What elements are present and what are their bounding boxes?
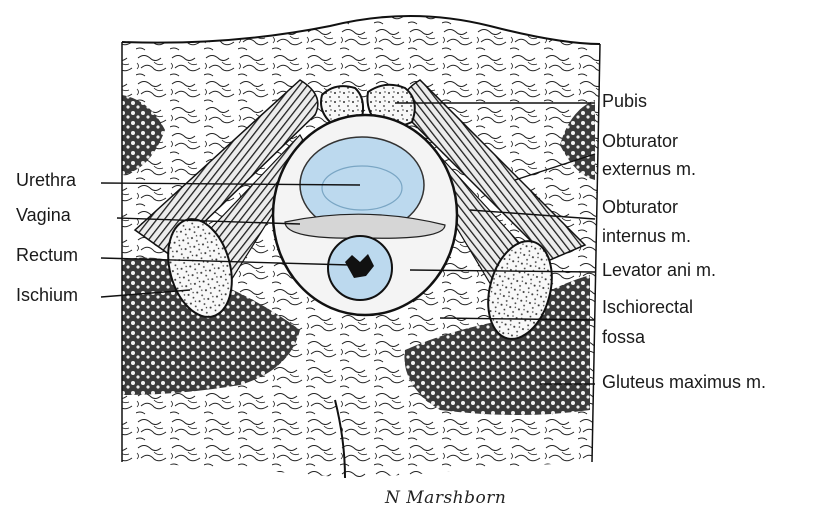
label-obturator-externus-line2: externus m. <box>602 159 696 180</box>
label-obturator-externus-line1: Obturator <box>602 131 678 152</box>
artist-signature: N Marshborn <box>385 488 506 508</box>
label-urethra: Urethra <box>16 170 76 191</box>
label-pubis: Pubis <box>602 91 647 112</box>
label-levator-ani: Levator ani m. <box>602 260 716 281</box>
label-ischiorectal-line1: Ischiorectal <box>602 297 693 318</box>
label-vagina: Vagina <box>16 205 71 226</box>
label-ischium: Ischium <box>16 285 78 306</box>
label-rectum: Rectum <box>16 245 78 266</box>
label-ischiorectal-line2: fossa <box>602 327 645 348</box>
label-obturator-internus-line2: internus m. <box>602 226 691 247</box>
label-obturator-internus-line1: Obturator <box>602 197 678 218</box>
label-gluteus-maximus: Gluteus maximus m. <box>602 372 766 393</box>
body-section <box>110 0 610 490</box>
